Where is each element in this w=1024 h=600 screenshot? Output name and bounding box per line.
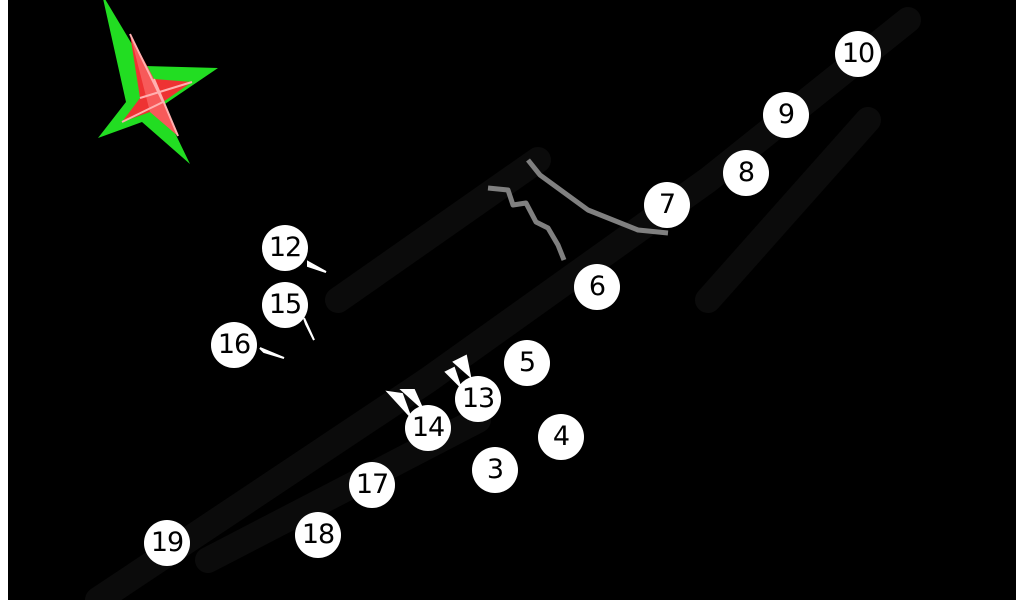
corner-marker-13: 13 <box>455 376 501 422</box>
corner-marker-19: 19 <box>144 520 190 566</box>
corner-marker-8: 8 <box>723 150 769 196</box>
corner-marker-5: 5 <box>504 340 550 386</box>
track-outline <box>85 7 921 600</box>
corner-marker-17: 17 <box>349 462 395 508</box>
corner-marker-15: 15 <box>262 282 308 328</box>
corner-marker-9: 9 <box>763 92 809 138</box>
compass-star-icon <box>98 0 218 164</box>
pit-lane <box>526 158 669 236</box>
corner-marker-4: 4 <box>538 414 584 460</box>
corner-marker-12: 12 <box>262 225 308 271</box>
corner-marker-3: 3 <box>472 447 518 493</box>
kerbs <box>259 260 472 417</box>
corner-marker-16: 16 <box>211 322 257 368</box>
circuit-map: 3 4 5 6 7 8 9 10 12 13 14 15 16 17 18 19 <box>8 0 1016 600</box>
corner-marker-10: 10 <box>835 31 881 77</box>
corner-marker-6: 6 <box>574 264 620 310</box>
corner-marker-7: 7 <box>644 182 690 228</box>
track-layout <box>85 0 921 600</box>
corner-marker-14: 14 <box>405 405 451 451</box>
corner-marker-18: 18 <box>295 512 341 558</box>
pit-entry <box>487 185 567 261</box>
